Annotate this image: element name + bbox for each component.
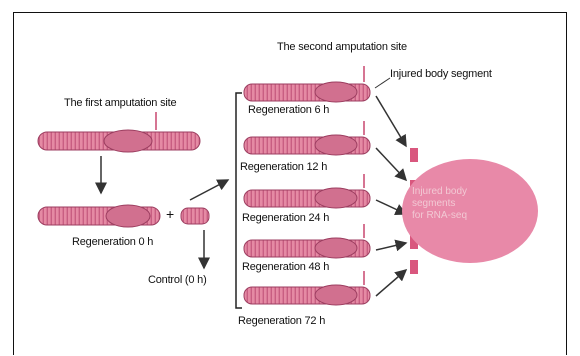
label-first-site: The first amputation site bbox=[64, 97, 176, 109]
label-control: Control (0 h) bbox=[148, 274, 207, 286]
segment-6h bbox=[410, 148, 418, 162]
label-second-site: The second amputation site bbox=[277, 41, 407, 53]
label-regen-12h: Regeneration 12 h bbox=[240, 161, 327, 173]
clitellum bbox=[104, 130, 152, 152]
timepoint-bracket bbox=[236, 93, 242, 308]
label-plus: + bbox=[166, 208, 174, 220]
injured-label-pointer bbox=[375, 78, 390, 88]
arrow-to-timepoints bbox=[190, 180, 228, 200]
worm-amputated bbox=[38, 205, 209, 227]
worm-intact bbox=[38, 112, 200, 152]
removed-segment bbox=[181, 208, 209, 224]
worm-12h bbox=[244, 121, 370, 155]
label-injured-segment: Injured body segment bbox=[390, 68, 492, 80]
worm-48h bbox=[244, 224, 370, 258]
worm-72h bbox=[244, 271, 370, 305]
worm-6h bbox=[244, 66, 370, 102]
worm-24h bbox=[244, 174, 370, 208]
label-rna-seq: Injured body segments for RNA-seq bbox=[412, 186, 532, 222]
label-regen-0h: Regeneration 0 h bbox=[72, 236, 153, 248]
segment-arrows bbox=[376, 96, 406, 296]
label-regen-6h: Regeneration 6 h bbox=[248, 104, 329, 116]
segment-72h bbox=[410, 260, 418, 274]
label-regen-48h: Regeneration 48 h bbox=[242, 261, 329, 273]
label-regen-24h: Regeneration 24 h bbox=[242, 212, 329, 224]
label-regen-72h: Regeneration 72 h bbox=[238, 315, 325, 327]
